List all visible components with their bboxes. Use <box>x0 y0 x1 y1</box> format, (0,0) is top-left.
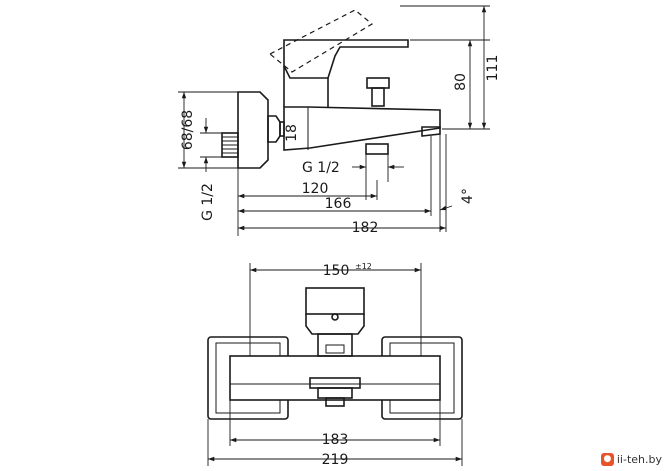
cartridge-housing <box>317 333 353 357</box>
site-logo-icon: ● <box>600 453 614 466</box>
union-nut <box>267 115 281 143</box>
cartridge-cap <box>283 66 329 107</box>
dim-label-80: 80 <box>453 73 469 91</box>
diverter-front <box>325 344 345 354</box>
lever-base-front <box>305 314 365 335</box>
shower-connector-front <box>325 397 345 407</box>
shower-outlet <box>365 143 389 155</box>
dim-label-111: 111 <box>485 55 501 82</box>
dim-label-182: 182 <box>352 220 379 236</box>
lever-front <box>305 287 365 315</box>
front-view: 150 ±12 183 219 <box>207 262 463 468</box>
lever-screw <box>331 313 339 321</box>
dim-label-150: 150 <box>323 263 350 279</box>
diverter-cap <box>366 77 390 89</box>
dim-label-219: 219 <box>322 452 349 468</box>
watermark: ● ii-teh.by <box>598 452 666 467</box>
dim-label-183: 183 <box>322 432 349 448</box>
dim-arrow-angle <box>439 205 453 211</box>
side-view: 111 80 68/68 G 1/2 18 G 1/2 120 166 182 <box>178 5 501 236</box>
dim-label-166: 166 <box>325 196 352 212</box>
dim-label-thread-outlet: G 1/2 <box>302 160 340 176</box>
thread-lines <box>222 136 238 154</box>
dim-label-angle: 4° <box>460 188 476 204</box>
lever-handle <box>283 39 409 79</box>
dim-label-150-tolerance: ±12 <box>355 262 372 271</box>
mixer-body <box>283 106 441 151</box>
dim-label-120: 120 <box>302 181 329 197</box>
diverter-stem <box>371 87 385 107</box>
watermark-text: ii-teh.by <box>616 453 662 466</box>
dim-label-68: 68/68 <box>180 110 196 150</box>
lever-raised-outline <box>268 9 374 73</box>
dim-label-18: 18 <box>284 124 300 142</box>
dim-label-thread-wall: G 1/2 <box>200 183 216 221</box>
wall-escutcheon <box>237 91 269 169</box>
